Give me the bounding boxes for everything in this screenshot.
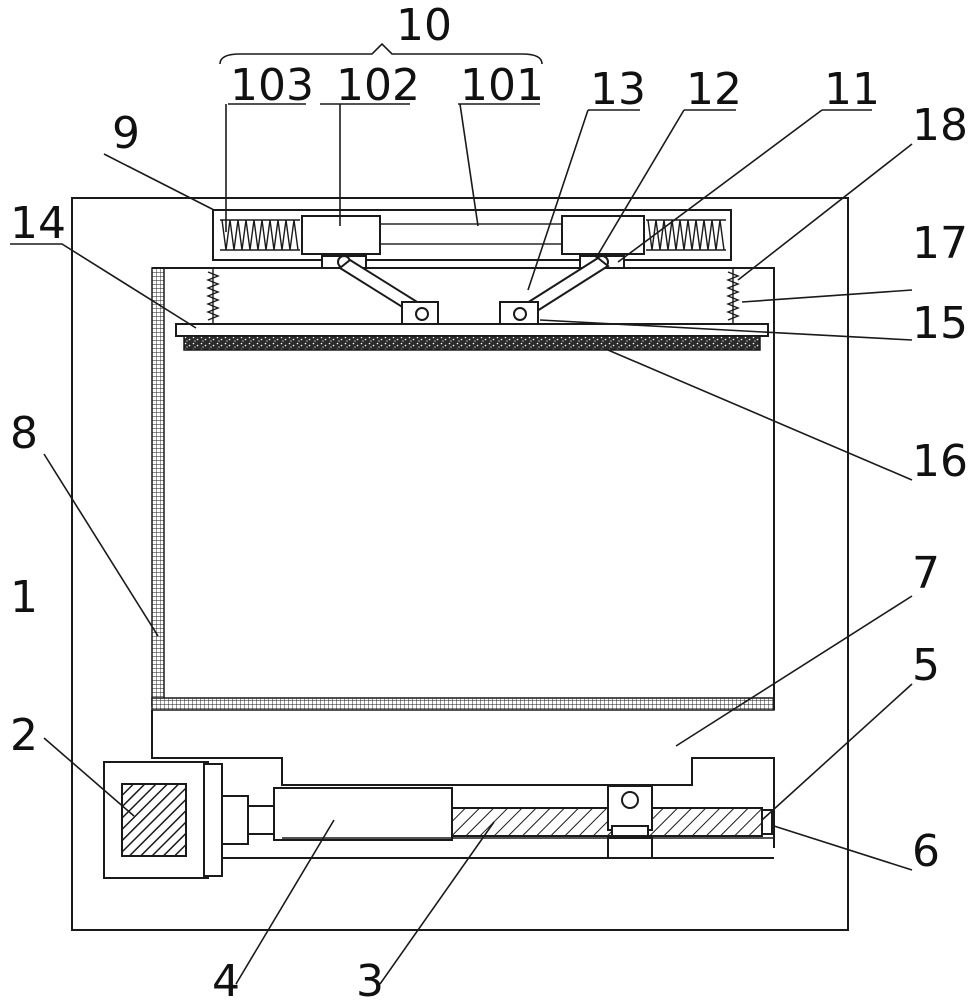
support-block [607, 837, 653, 859]
motor-flange [203, 763, 223, 877]
label-15: 15 [912, 298, 968, 349]
label-8: 8 [10, 408, 38, 459]
label-14: 14 [10, 198, 66, 249]
label-13: 13 [590, 64, 646, 115]
label-18: 18 [912, 100, 968, 151]
label-6: 6 [912, 826, 940, 877]
small-spring-right [726, 268, 740, 324]
outer-frame [71, 197, 849, 931]
slider-left [301, 215, 381, 255]
part-labels: 10 103 102 101 13 12 11 18 9 14 17 15 16… [10, 0, 968, 1000]
mesh-bottom-wall [151, 697, 775, 711]
friction-pad [183, 335, 761, 351]
lower-pin-left [415, 307, 429, 321]
guide-rod [377, 223, 563, 245]
label-3: 3 [356, 956, 384, 1000]
motor-shaft-housing [221, 795, 249, 845]
pressing-plate [175, 323, 769, 337]
lower-pin-right [513, 307, 527, 321]
coupling [247, 805, 275, 835]
label-101: 101 [460, 60, 544, 111]
label-102: 102 [336, 60, 420, 111]
label-7: 7 [912, 548, 940, 599]
mesh-left-wall [151, 267, 165, 707]
label-12: 12 [686, 64, 742, 115]
leader-lines [10, 103, 913, 985]
guide-housing [212, 209, 732, 261]
label-103: 103 [230, 60, 314, 111]
cylinder [273, 787, 453, 841]
label-10: 10 [396, 0, 452, 51]
bracket-10 [219, 42, 543, 65]
carrier-plate [151, 710, 775, 848]
small-spring-left [206, 268, 220, 324]
spring-right [646, 219, 726, 251]
label-11: 11 [824, 64, 880, 115]
motor-stator [121, 783, 187, 857]
spring-left [220, 219, 300, 251]
label-4: 4 [212, 956, 240, 1000]
label-17: 17 [912, 218, 968, 269]
label-1: 1 [10, 572, 38, 623]
slider-right [561, 215, 645, 255]
label-2: 2 [10, 710, 38, 761]
label-5: 5 [912, 640, 940, 691]
nut-pin [621, 791, 639, 809]
rod-end-cap [761, 809, 773, 835]
label-16: 16 [912, 436, 968, 487]
label-9: 9 [112, 108, 140, 159]
nut-seat [611, 825, 649, 837]
